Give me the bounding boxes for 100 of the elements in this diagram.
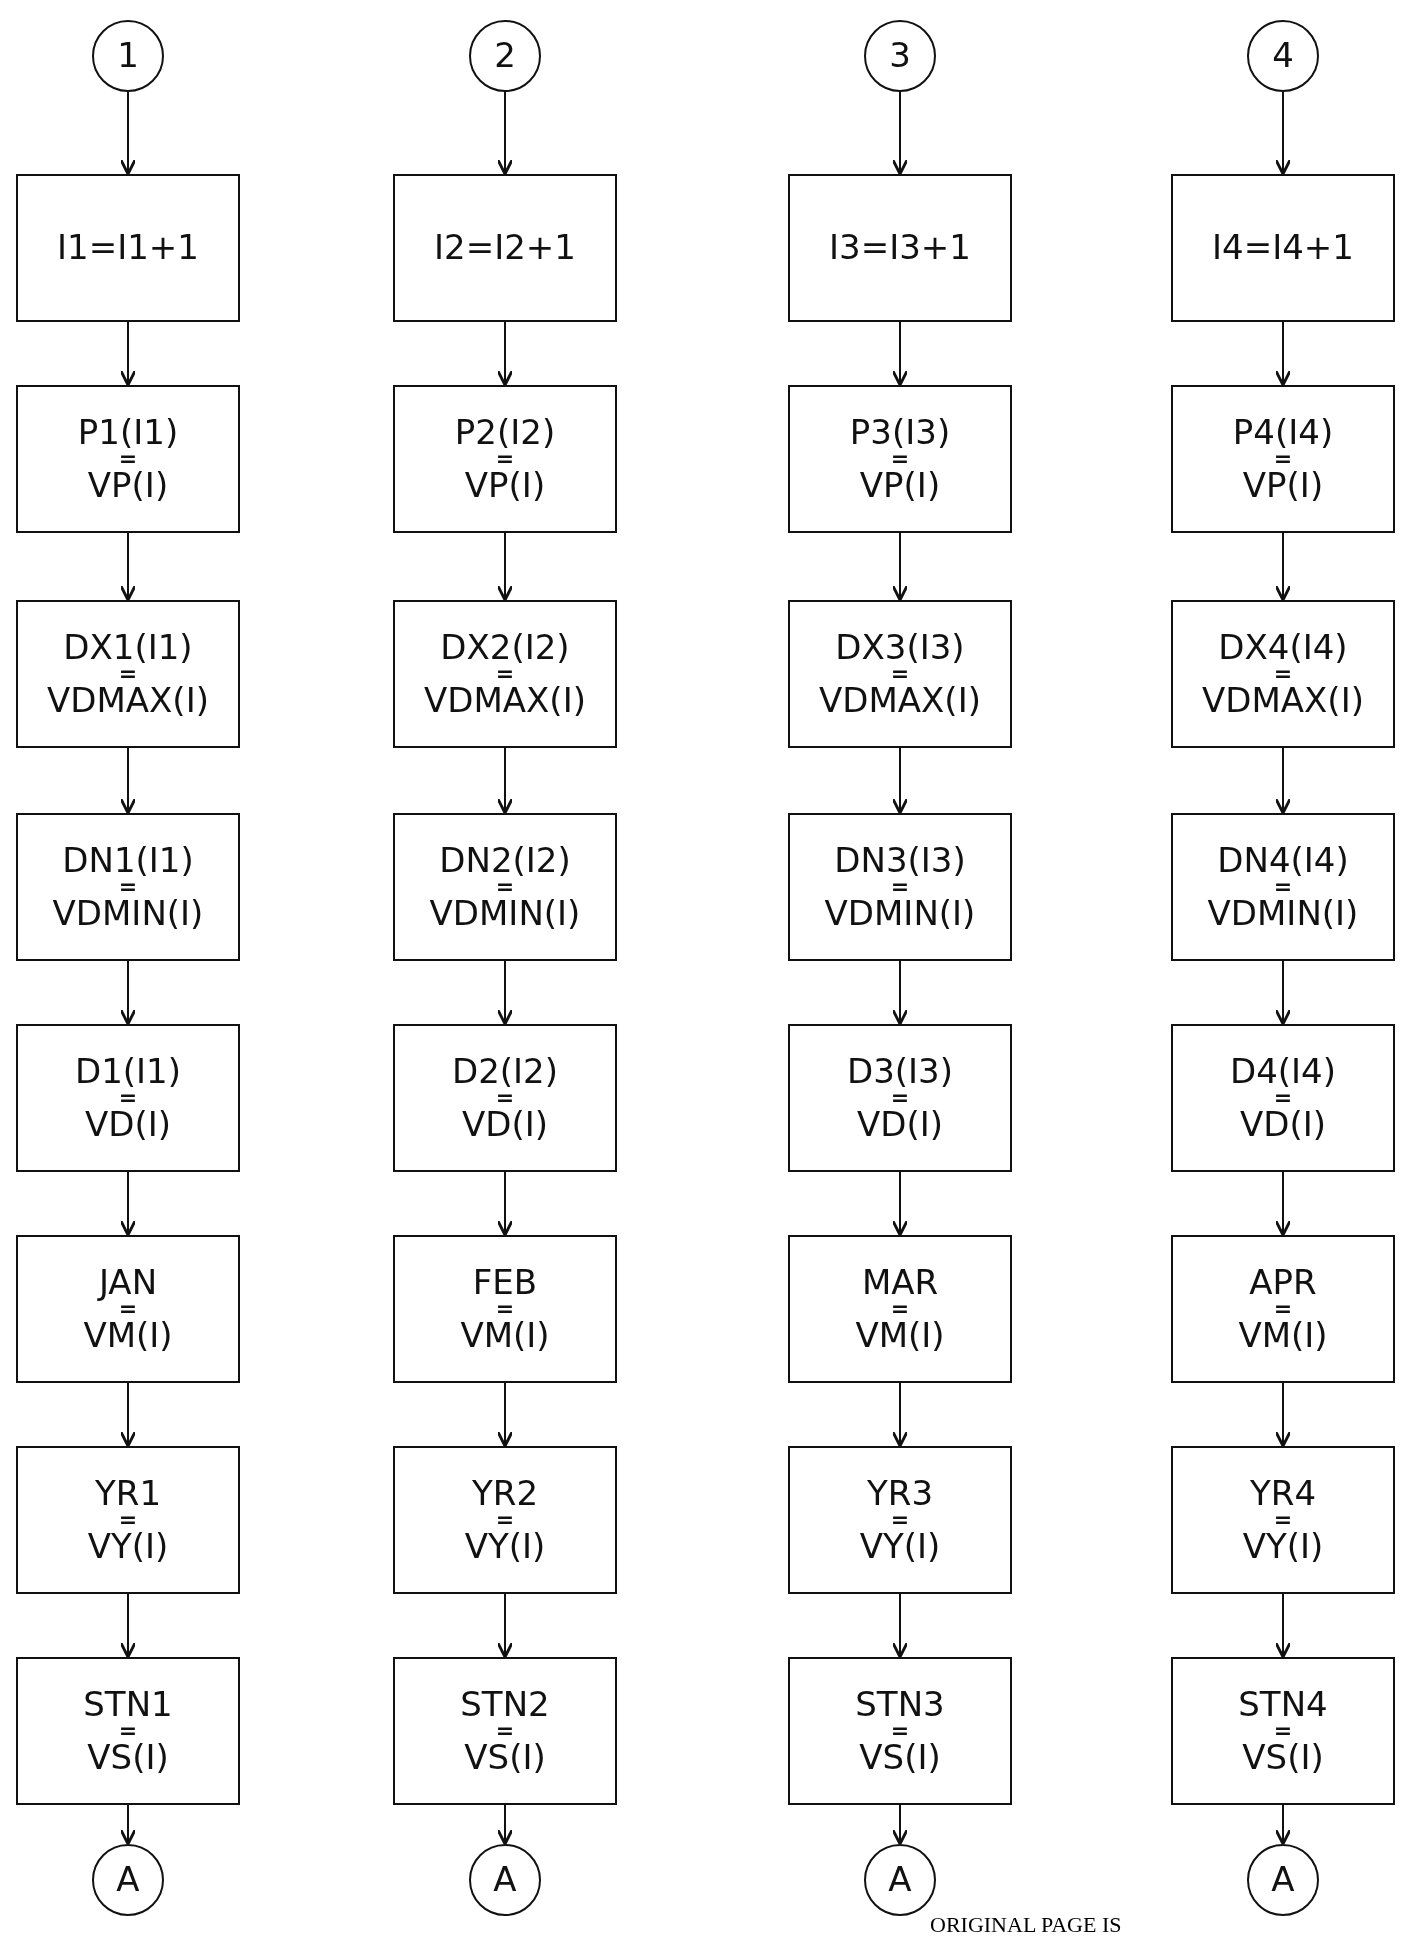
equals-sign: = xyxy=(118,450,138,468)
assignment-text: DX3(I3) xyxy=(835,629,965,666)
assignment-text: VY(I) xyxy=(464,1528,546,1565)
assignment-text: VY(I) xyxy=(87,1528,169,1565)
equals-sign: = xyxy=(495,878,515,896)
assignment-text: VS(I) xyxy=(87,1739,169,1776)
process-box xyxy=(393,1446,617,1594)
assignment-text: P2(I2) xyxy=(454,414,556,451)
process-box xyxy=(16,1657,240,1805)
equals-sign: = xyxy=(1273,878,1293,896)
assignment-text: DN4(I4) xyxy=(1217,842,1349,879)
arrow xyxy=(119,747,137,815)
assignment-text: STN1 xyxy=(83,1686,173,1723)
arrow xyxy=(1274,960,1292,1026)
equals-sign: = xyxy=(118,1722,138,1740)
assignment-text: FEB xyxy=(472,1264,538,1301)
assignment-text: D2(I2) xyxy=(452,1053,558,1090)
connector-label: A xyxy=(116,1862,140,1898)
arrow xyxy=(496,91,514,176)
equals-sign: = xyxy=(495,450,515,468)
assignment-text: VDMIN(I) xyxy=(824,895,976,932)
assignment-text: VY(I) xyxy=(1242,1528,1324,1565)
arrow xyxy=(1274,747,1292,815)
connector-label: A xyxy=(493,1862,517,1898)
equals-sign: = xyxy=(495,665,515,683)
arrow xyxy=(891,1804,909,1846)
assignment-text: VD(I) xyxy=(857,1106,943,1143)
equals-sign: = xyxy=(118,1089,138,1107)
assignment-text: YR4 xyxy=(1250,1475,1316,1512)
arrow xyxy=(119,1593,137,1659)
assignment-text: VS(I) xyxy=(859,1739,941,1776)
connector-label: A xyxy=(1271,1862,1295,1898)
assignment-text: DX4(I4) xyxy=(1218,629,1348,666)
arrow xyxy=(891,321,909,387)
note-text: ORIGINAL PAGE IS xyxy=(930,1912,1122,1938)
process-box xyxy=(16,1235,240,1383)
assignment-text: STN4 xyxy=(1238,1686,1328,1723)
process-box xyxy=(393,174,617,322)
arrow xyxy=(1274,321,1292,387)
arrow xyxy=(119,1804,137,1846)
connector-label: 1 xyxy=(117,38,139,74)
process-box xyxy=(788,385,1012,533)
assignment-text: D1(I1) xyxy=(75,1053,181,1090)
process-box xyxy=(16,174,240,322)
process-box xyxy=(393,1024,617,1172)
assignment-text: VM(I) xyxy=(83,1317,173,1354)
equals-sign: = xyxy=(890,878,910,896)
arrow xyxy=(496,1382,514,1448)
arrow xyxy=(119,91,137,176)
process-box xyxy=(1171,600,1395,748)
arrow xyxy=(1274,532,1292,602)
assignment-text: VD(I) xyxy=(85,1106,171,1143)
equals-sign: = xyxy=(890,1722,910,1740)
equals-sign: = xyxy=(495,1300,515,1318)
process-box xyxy=(393,385,617,533)
arrow xyxy=(891,747,909,815)
assignment-text: VP(I) xyxy=(464,467,546,504)
arrow xyxy=(1274,1804,1292,1846)
assignment-text: VDMAX(I) xyxy=(47,682,209,719)
arrow xyxy=(1274,1593,1292,1659)
assignment-text: MAR xyxy=(861,1264,939,1301)
connector-label: 2 xyxy=(494,38,516,74)
equals-sign: = xyxy=(1273,1511,1293,1529)
connector-label: 4 xyxy=(1272,38,1294,74)
arrow xyxy=(1274,1171,1292,1237)
process-box xyxy=(788,174,1012,322)
process-box xyxy=(1171,1446,1395,1594)
arrow xyxy=(1274,91,1292,176)
assignment-text: VDMAX(I) xyxy=(424,682,586,719)
assignment-text: DN1(I1) xyxy=(62,842,194,879)
arrow xyxy=(891,960,909,1026)
assignment-text: D3(I3) xyxy=(847,1053,953,1090)
assignment-text: VP(I) xyxy=(859,467,941,504)
arrow xyxy=(496,532,514,602)
arrow xyxy=(496,1593,514,1659)
equals-sign: = xyxy=(1273,1722,1293,1740)
equals-sign: = xyxy=(495,1722,515,1740)
equals-sign: = xyxy=(118,1511,138,1529)
process-box xyxy=(16,1446,240,1594)
process-box xyxy=(393,1235,617,1383)
arrow xyxy=(119,532,137,602)
assignment-text: VDMAX(I) xyxy=(1202,682,1364,719)
process-box xyxy=(788,1024,1012,1172)
assignment-text: P3(I3) xyxy=(849,414,951,451)
assignment-text: VD(I) xyxy=(1240,1106,1326,1143)
assignment-text: VP(I) xyxy=(1242,467,1324,504)
arrow xyxy=(119,1171,137,1237)
process-box xyxy=(1171,1024,1395,1172)
equals-sign: = xyxy=(890,1511,910,1529)
process-box xyxy=(1171,1235,1395,1383)
process-box xyxy=(393,813,617,961)
assignment-text: VS(I) xyxy=(464,1739,546,1776)
assignment-text: VDMAX(I) xyxy=(819,682,981,719)
assignment-text: VM(I) xyxy=(460,1317,550,1354)
assignment-text: VM(I) xyxy=(1238,1317,1328,1354)
assignment-text: VS(I) xyxy=(1242,1739,1324,1776)
assignment-text: STN3 xyxy=(855,1686,945,1723)
assignment-text: VDMIN(I) xyxy=(429,895,581,932)
assignment-text: P4(I4) xyxy=(1232,414,1334,451)
equals-sign: = xyxy=(890,665,910,683)
